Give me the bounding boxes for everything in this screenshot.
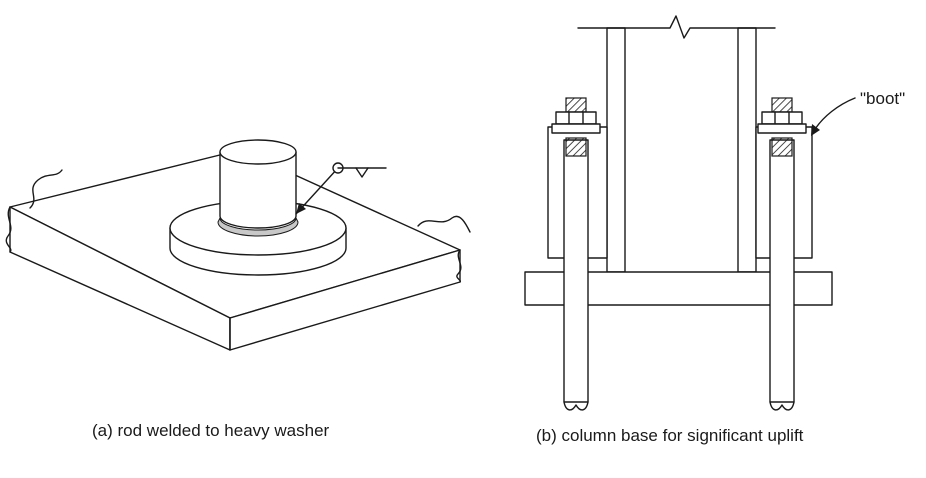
panel-a: (a) rod welded to heavy washer (5, 139, 471, 440)
break-line-front-right (456, 249, 462, 283)
caption-b: (b) column base for significant uplift (536, 426, 804, 445)
panel-b: "boot" (b) column base for significant u… (524, 15, 905, 445)
anchor-rod (219, 139, 297, 229)
column (577, 15, 776, 273)
break-line-left (29, 169, 63, 209)
boot-leader (811, 97, 856, 136)
boot-label: "boot" (860, 89, 905, 108)
weld-symbol (295, 162, 387, 215)
anchor-rod-left (551, 97, 601, 411)
weld-bead (217, 217, 299, 237)
caption-a: (a) rod welded to heavy washer (92, 421, 330, 440)
break-line-front-left (5, 206, 12, 253)
anchor-rod-right (757, 97, 807, 411)
break-line-right (417, 215, 471, 233)
